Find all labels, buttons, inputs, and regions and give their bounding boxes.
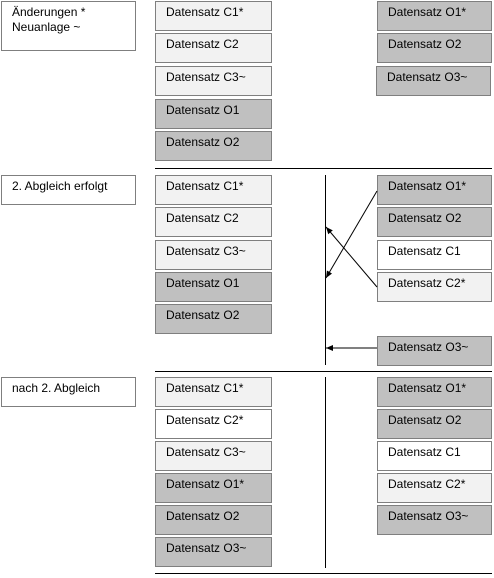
s3-left-record-4: Datensatz O1* <box>155 473 272 503</box>
section1-label: Änderungen * Neuanlage ~ <box>1 1 136 51</box>
section-divider-3 <box>155 573 492 574</box>
section2-label: 2. Abgleich erfolgt <box>1 175 136 205</box>
section3-center-divider <box>325 377 326 568</box>
s2-left-record-5: Datensatz O2 <box>155 304 272 334</box>
s1-left-record-4: Datensatz O1 <box>155 99 272 129</box>
s1-right-record-3: Datensatz O3~ <box>376 66 491 96</box>
s3-left-record-3: Datensatz C3~ <box>155 441 272 471</box>
section1-label-line2: Neuanlage ~ <box>12 20 81 34</box>
s3-left-record-6: Datensatz O3~ <box>155 537 272 567</box>
s2-right-record-2: Datensatz O2 <box>377 207 492 237</box>
section2-center-divider <box>325 175 326 365</box>
arrow-o1-to-left <box>325 190 378 279</box>
s2-right-record-1: Datensatz O1* <box>377 175 492 205</box>
s3-right-record-1: Datensatz O1* <box>377 377 492 407</box>
section-divider-1 <box>155 168 492 169</box>
s3-right-record-3: Datensatz C1 <box>377 441 492 471</box>
s1-left-record-3: Datensatz C3~ <box>155 66 272 96</box>
section3-label: nach 2. Abgleich <box>1 377 136 407</box>
s1-right-record-2: Datensatz O2 <box>377 33 492 63</box>
arrow-c2-to-left <box>325 226 378 288</box>
s3-left-record-2: Datensatz C2* <box>155 409 272 439</box>
section1-label-line1: Änderungen * <box>12 5 86 19</box>
s2-right-record-4: Datensatz C2* <box>377 272 492 302</box>
s2-left-record-1: Datensatz C1* <box>155 175 272 205</box>
s2-right-record-3: Datensatz C1 <box>377 240 492 270</box>
s3-right-record-4: Datensatz C2* <box>377 473 492 503</box>
s2-left-record-2: Datensatz C2 <box>155 207 272 237</box>
s3-left-record-1: Datensatz C1* <box>155 377 272 407</box>
s3-right-record-5: Datensatz O3~ <box>377 505 492 535</box>
s2-left-record-3: Datensatz C3~ <box>155 240 272 270</box>
section-divider-2 <box>155 371 492 372</box>
s1-left-record-5: Datensatz O2 <box>155 131 272 161</box>
s3-left-record-5: Datensatz O2 <box>155 505 272 535</box>
s2-right-record-5: Datensatz O3~ <box>377 336 492 366</box>
s2-left-record-4: Datensatz O1 <box>155 272 272 302</box>
s1-right-record-1: Datensatz O1* <box>377 1 492 31</box>
s3-right-record-2: Datensatz O2 <box>377 409 492 439</box>
s1-left-record-2: Datensatz C2 <box>155 33 272 63</box>
s1-left-record-1: Datensatz C1* <box>155 1 272 31</box>
